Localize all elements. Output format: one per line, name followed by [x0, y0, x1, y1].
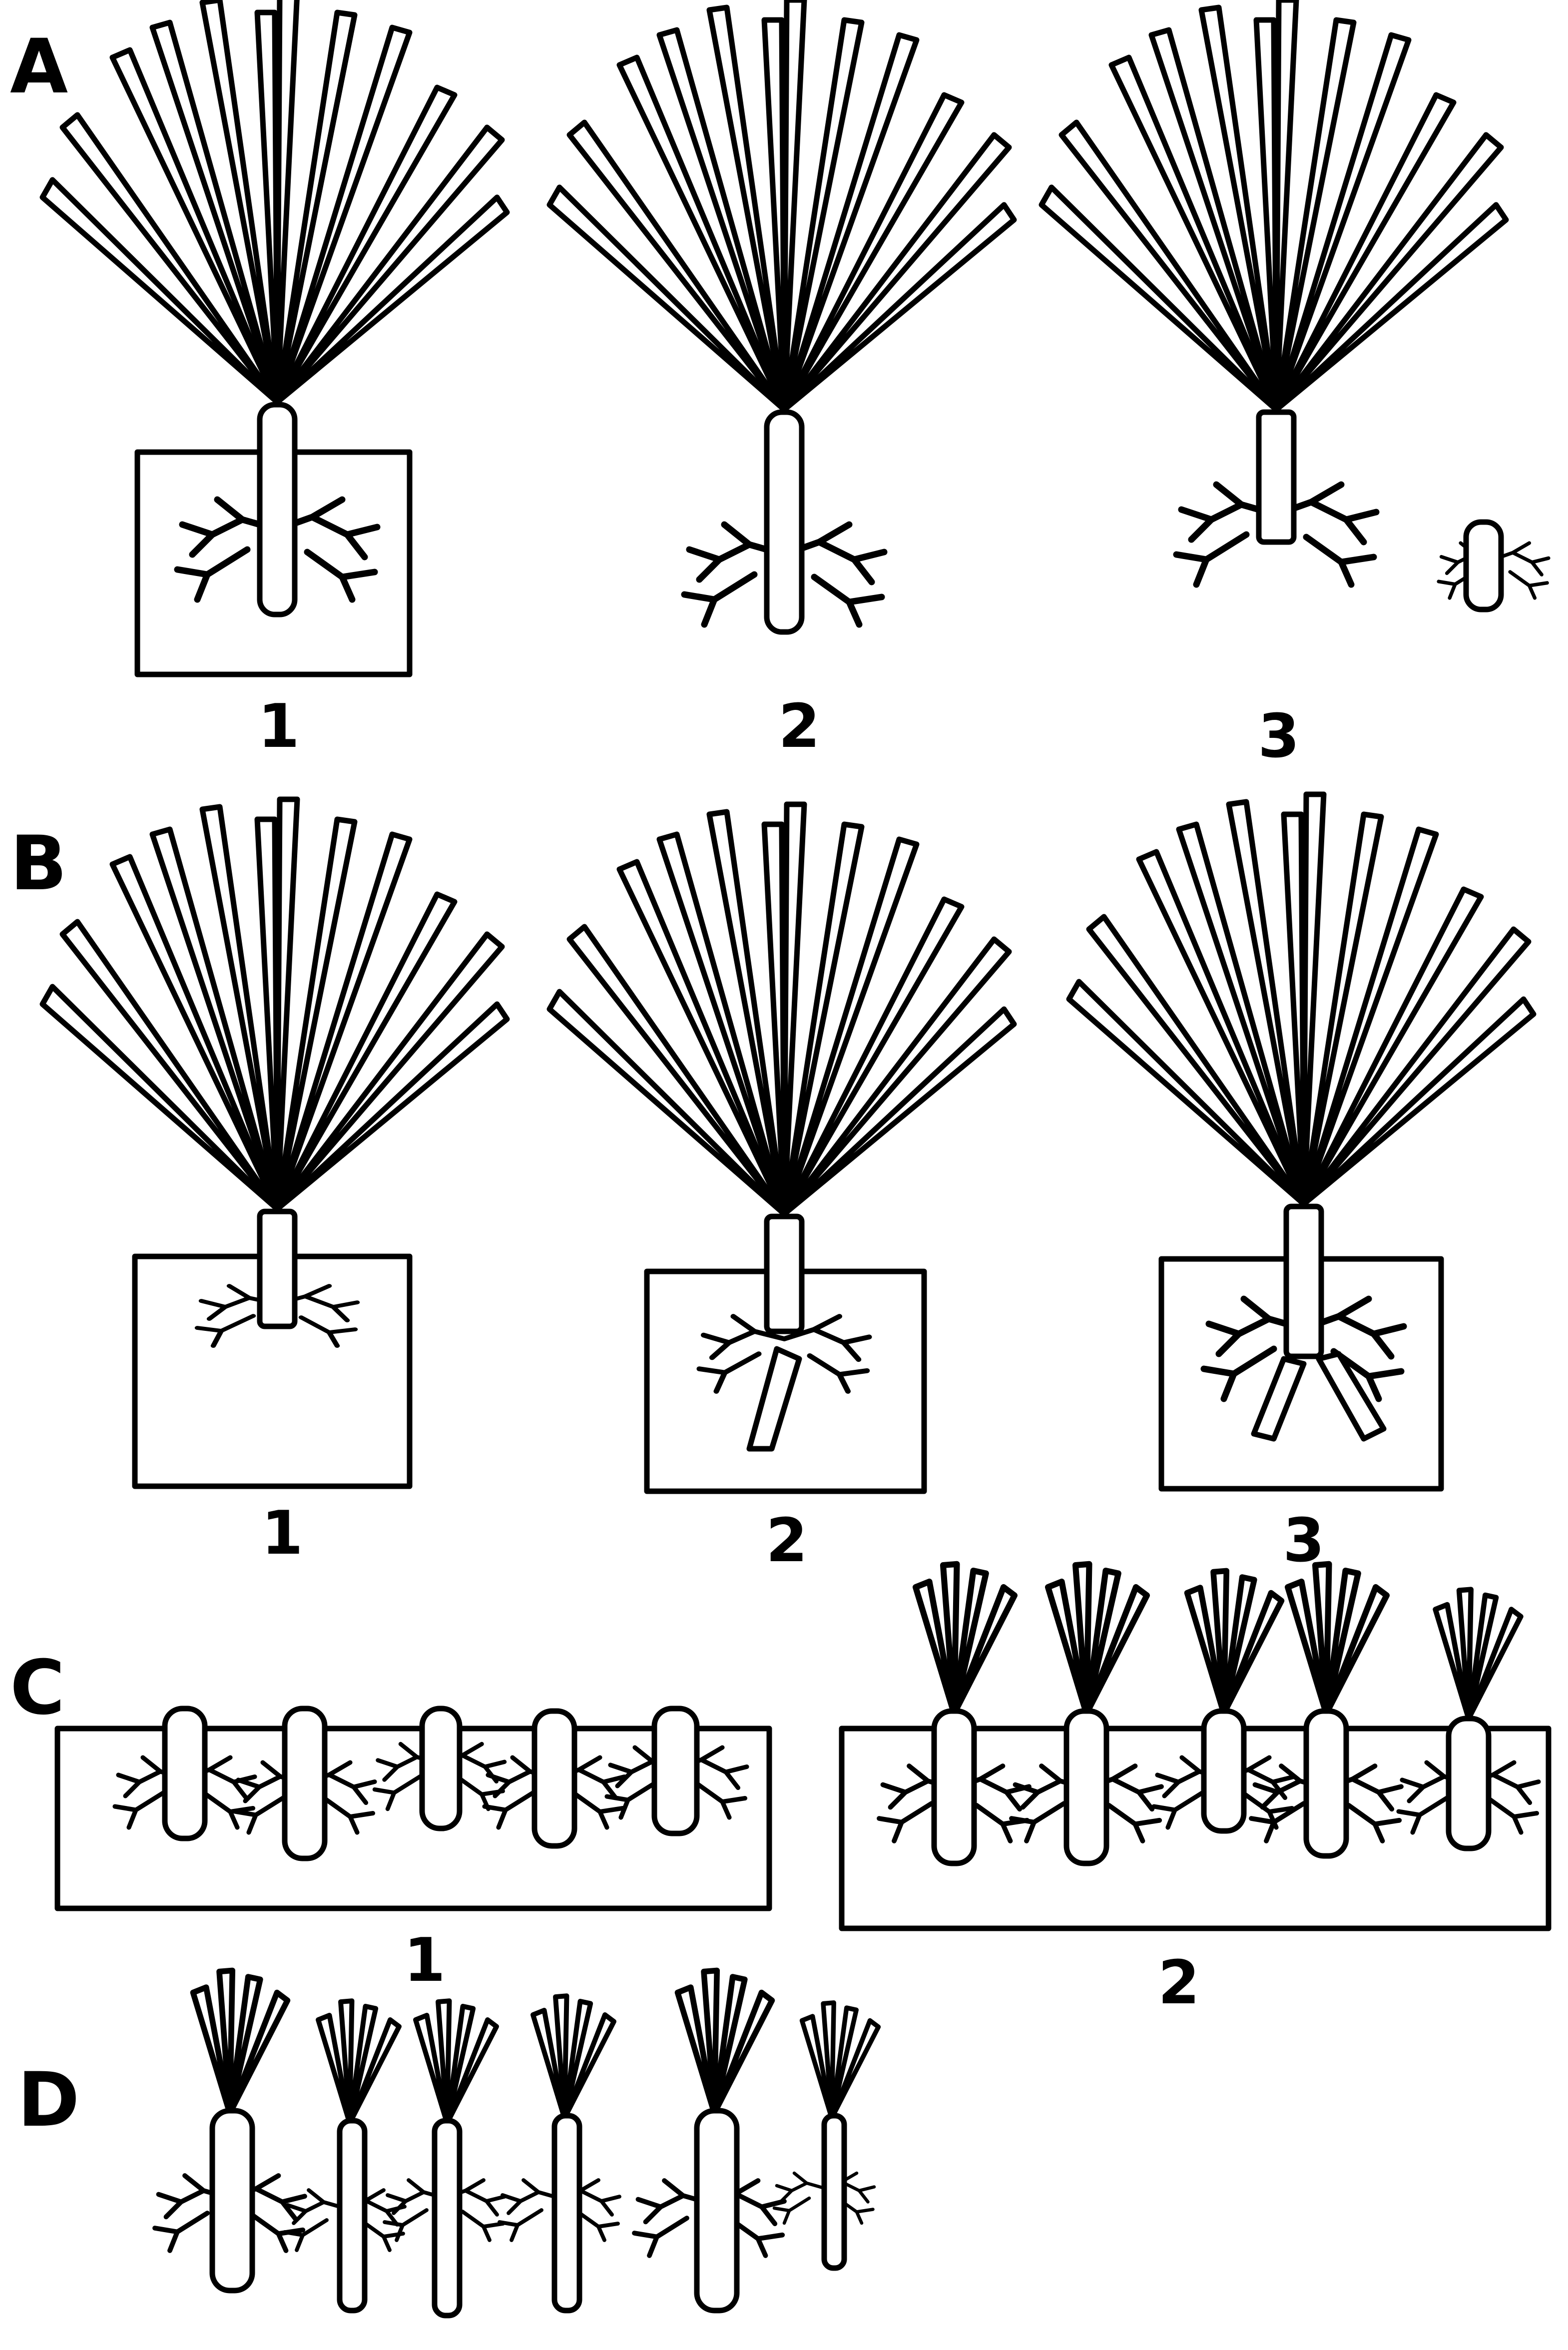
- plant-A2: [549, 0, 1014, 632]
- item-label-A1: 1: [258, 692, 300, 761]
- item-label-C1: 1: [404, 1926, 446, 1995]
- section-label-D: D: [17, 2057, 80, 2144]
- plant-A1: [42, 0, 507, 674]
- item-label-A2: 2: [778, 692, 820, 761]
- item-label-B2: 2: [766, 1506, 808, 1576]
- plant-B1: [42, 799, 507, 1486]
- plant-B2: [549, 804, 1014, 1491]
- section-label-C: C: [10, 1645, 65, 1732]
- item-label-C2: 2: [1158, 1948, 1200, 2018]
- plant-B3: [1069, 794, 1534, 1489]
- section-label-B: B: [10, 820, 67, 907]
- tray-C1: [57, 1709, 769, 1908]
- item-label-A3: 3: [1258, 702, 1300, 771]
- section-label-A: A: [10, 23, 68, 110]
- plant-A3: [1042, 0, 1549, 609]
- item-label-B1: 1: [261, 1499, 303, 1568]
- tray-C2: [842, 1564, 1549, 1928]
- cuttings-D: [155, 1970, 879, 2316]
- root-cutting: [1439, 522, 1549, 609]
